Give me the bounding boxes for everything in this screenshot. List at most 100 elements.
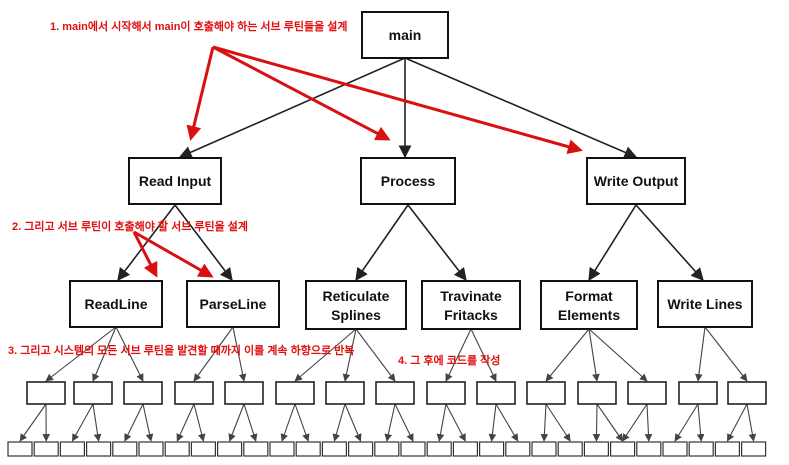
subroutine-box-level-3 <box>627 381 667 405</box>
subroutine-box-level-4 <box>505 441 531 457</box>
subroutine-box-level-4 <box>112 441 138 457</box>
node-write-lines: Write Lines <box>657 280 753 328</box>
edge-l3-l4 <box>545 403 571 442</box>
node-process-label: Process <box>381 173 436 189</box>
node-format-label-2: Elements <box>558 307 620 323</box>
node-main: main <box>361 11 449 59</box>
subroutine-box-level-4 <box>85 441 112 457</box>
subroutine-box-level-4 <box>714 441 741 457</box>
red-arrow-1-to-read-input <box>186 46 215 141</box>
edge-main-write-output <box>404 57 638 159</box>
edge-read-input-parseline <box>174 204 233 282</box>
subroutine-box-level-4 <box>348 441 374 457</box>
subroutine-box-level-3 <box>26 381 66 405</box>
edge-l3-l4 <box>644 403 653 442</box>
subroutine-box-level-4 <box>662 441 688 457</box>
red-arrow-2-to-readline <box>132 231 158 278</box>
subroutine-box-level-4 <box>740 441 767 457</box>
subroutine-box-level-4 <box>190 441 216 457</box>
edge-l3-l4 <box>228 403 245 442</box>
edge-l2-l3 <box>545 328 590 382</box>
edge-l2-l3 <box>470 328 497 382</box>
subroutine-box-level-4 <box>7 441 33 457</box>
red-arrow-1-to-write-output <box>212 45 583 154</box>
top-level-edges <box>117 57 704 282</box>
subroutine-box-level-4 <box>33 441 59 457</box>
edge-l3-l4 <box>92 403 102 442</box>
node-main-label: main <box>389 27 422 43</box>
lower-edges <box>19 326 757 442</box>
red-arrow-2-to-parseline <box>133 230 214 278</box>
subroutine-box-level-4 <box>164 441 190 457</box>
edge-l3-l4 <box>726 403 748 442</box>
annotation-step-2: 2. 그리고 서브 루틴이 호출해야 할 서브 루틴을 설계 <box>12 219 248 233</box>
edge-l3-l4 <box>592 403 601 442</box>
node-parseline-label: ParseLine <box>200 296 267 312</box>
edge-l2-l3 <box>92 326 117 382</box>
edge-l2-l3 <box>704 326 748 382</box>
edge-l3-l4 <box>176 403 195 442</box>
subroutine-box-level-4 <box>217 441 243 457</box>
annotation-arrows <box>132 45 583 278</box>
edge-read-input-readline <box>117 204 176 282</box>
subroutine-box-level-4 <box>452 441 478 457</box>
edge-l2-l3 <box>355 328 396 382</box>
edge-process-reticulate <box>355 204 409 282</box>
edge-l2-l3 <box>588 328 600 382</box>
edge-l2-l3 <box>45 326 117 382</box>
subroutine-box-level-3 <box>577 381 617 405</box>
node-reticulate-splines: Reticulate Splines <box>305 280 407 330</box>
subroutine-box-level-3 <box>727 381 767 405</box>
subroutine-box-level-3 <box>73 381 113 405</box>
subroutine-box-level-4 <box>479 441 505 457</box>
node-reticulate-label-2: Splines <box>331 307 381 323</box>
subroutine-box-level-3 <box>678 381 718 405</box>
edge-process-travinate <box>407 204 467 282</box>
edge-l3-l4 <box>294 403 310 442</box>
edge-l2-l3 <box>342 328 357 382</box>
edge-l3-l4 <box>124 403 144 442</box>
subroutine-box-level-4 <box>609 441 636 457</box>
edge-l3-l4 <box>436 403 447 442</box>
subroutine-box-level-3 <box>123 381 163 405</box>
edge-l3-l4 <box>280 403 296 442</box>
subroutine-box-level-3 <box>375 381 415 405</box>
edge-l3-l4 <box>495 403 519 442</box>
edge-l2-l3 <box>193 326 234 382</box>
subroutine-box-level-4 <box>688 441 714 457</box>
subroutine-box-level-4 <box>400 441 426 457</box>
edge-write-output-write-lines <box>635 204 704 281</box>
subroutine-box-level-4 <box>59 441 86 457</box>
node-write-output-label: Write Output <box>594 173 679 189</box>
edge-l3-l4 <box>696 403 705 442</box>
edge-l3-l4 <box>243 403 258 442</box>
subroutine-box-level-4 <box>374 441 400 457</box>
edge-l3-l4 <box>674 403 699 442</box>
subroutine-box-level-3 <box>476 381 516 405</box>
edge-l3-l4 <box>19 403 47 442</box>
node-travinate-label-2: Fritacks <box>444 307 498 323</box>
subroutine-box-level-4 <box>295 441 321 457</box>
subroutine-box-level-4 <box>138 441 164 457</box>
node-parseline: ParseLine <box>186 280 280 328</box>
subroutine-box-level-4 <box>583 441 610 457</box>
edge-write-output-format <box>588 204 637 282</box>
node-write-lines-label: Write Lines <box>667 296 742 312</box>
edge-l3-l4 <box>332 403 346 442</box>
annotation-step-1: 1. main에서 시작해서 main이 호출해야 하는 서브 루틴들을 설계 <box>50 19 348 33</box>
subroutine-box-level-4 <box>269 441 295 457</box>
subroutine-box-level-3 <box>275 381 315 405</box>
node-process: Process <box>360 157 456 205</box>
edge-l2-l3 <box>445 328 472 382</box>
edge-l3-l4 <box>71 403 94 442</box>
node-write-output: Write Output <box>586 157 686 205</box>
edge-l3-l4 <box>622 403 648 442</box>
annotation-step-4: 4. 그 후에 코드를 작성 <box>398 353 500 367</box>
subroutine-box-level-4 <box>531 441 557 457</box>
node-read-input-label: Read Input <box>139 173 212 189</box>
subroutine-boxes <box>7 381 767 457</box>
edge-l3-l4 <box>488 403 497 442</box>
subroutine-box-level-4 <box>557 441 583 457</box>
edge-l3-l4 <box>142 403 154 442</box>
